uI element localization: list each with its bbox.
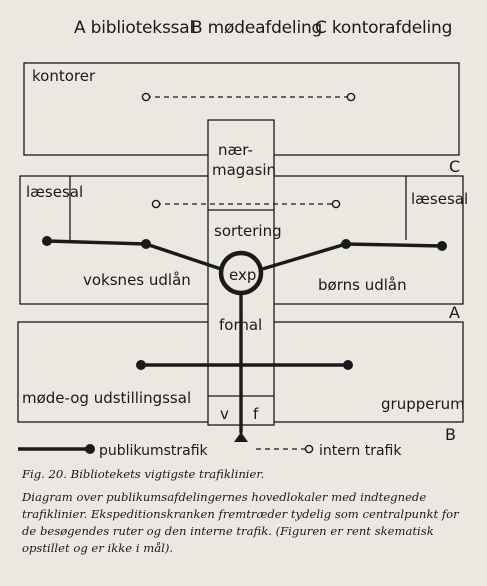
legend-public-label: publikumstrafik bbox=[99, 443, 209, 459]
public-node-grupperum bbox=[343, 360, 353, 370]
room-f: f bbox=[253, 405, 259, 423]
zone-letter-b: B bbox=[445, 425, 456, 444]
room-forhal: forhal bbox=[219, 316, 262, 334]
caption-figure-title: Fig. 20. Bibliotekets vigtigste trafikli… bbox=[22, 467, 265, 481]
legend-internal-label: intern trafik bbox=[319, 443, 402, 459]
room-laesesal-left: læsesal bbox=[26, 183, 83, 201]
room-exp: exp bbox=[229, 266, 256, 284]
legend-internal-node bbox=[304, 444, 314, 454]
public-node-moede bbox=[136, 360, 146, 370]
room-laesesal-right: læsesal bbox=[411, 190, 468, 208]
internal-node-magazine-left bbox=[151, 199, 161, 209]
public-node-laesesal-left bbox=[42, 236, 52, 246]
entrance-arrow-icon bbox=[234, 432, 248, 442]
dept-c-label: C kontorafdeling bbox=[315, 18, 453, 38]
legend: publikumstrafik intern trafik bbox=[18, 443, 402, 459]
caption-text: Diagram over publikumsafdelingernes hove… bbox=[22, 490, 459, 555]
public-route-left bbox=[45, 239, 226, 272]
zone-letter-a: A bbox=[449, 303, 460, 322]
public-node-voksnes bbox=[141, 239, 151, 249]
exp-desk-circle bbox=[218, 250, 264, 296]
room-moede-udstilling: møde-og udstillingssal bbox=[22, 389, 191, 407]
internal-node-offices-left bbox=[141, 92, 151, 102]
public-route-right bbox=[257, 242, 444, 272]
room-voksnes-udlaan: voksnes udlån bbox=[83, 271, 191, 289]
room-grupperum: grupperum bbox=[381, 395, 465, 413]
internal-node-magazine-right bbox=[331, 199, 341, 209]
dept-b-label: B mødeafdeling bbox=[191, 18, 323, 38]
public-node-laesesal-right bbox=[437, 241, 447, 251]
dept-a-label: A bibliotekssal bbox=[74, 18, 195, 38]
zone-letter-c: C bbox=[449, 157, 460, 176]
room-boerns-udlaan: børns udlån bbox=[318, 276, 407, 294]
legend-public-node bbox=[85, 444, 95, 454]
public-node-boerns bbox=[341, 239, 351, 249]
figure-caption: Fig. 20. Bibliotekets vigtigste trafikli… bbox=[22, 466, 472, 557]
room-sortering: sortering bbox=[214, 222, 282, 240]
internal-node-offices-right bbox=[346, 92, 356, 102]
room-naer-line2: magasin bbox=[212, 161, 276, 179]
room-naer-line1: nær- bbox=[218, 141, 253, 159]
room-kontorer: kontorer bbox=[32, 67, 96, 85]
room-v: v bbox=[220, 405, 229, 423]
